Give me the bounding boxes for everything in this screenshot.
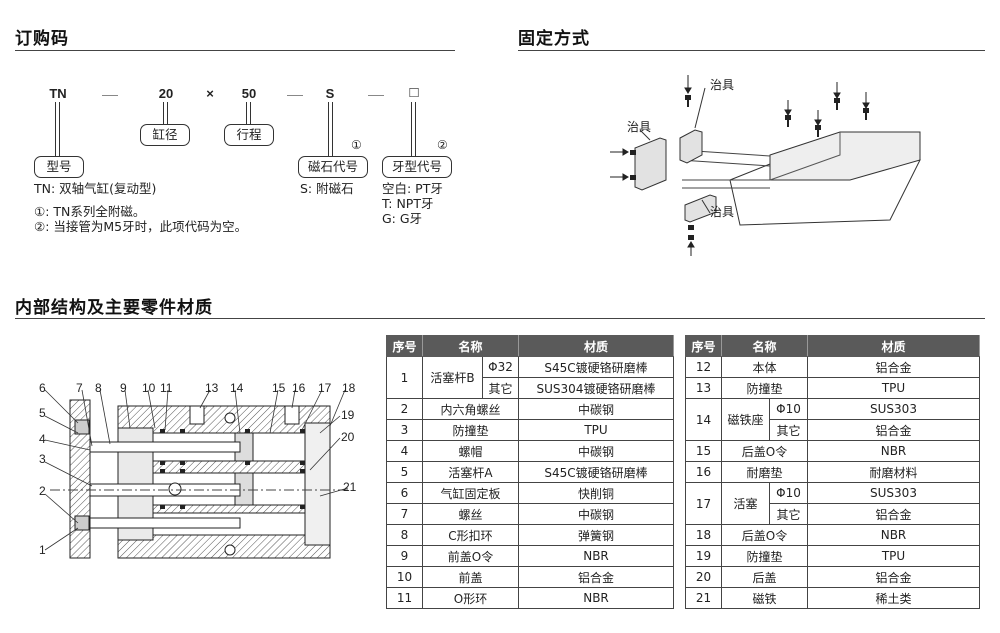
callout-number: 17: [318, 381, 332, 395]
header-no: 序号: [685, 335, 722, 357]
jig-label: 治具: [627, 120, 652, 134]
order-code-title: 订购码: [15, 29, 69, 49]
leader-line: [411, 102, 412, 156]
callout-number: 4: [39, 432, 46, 446]
order-code-rule: [15, 50, 455, 51]
note-marker-1: ①: [351, 138, 362, 152]
table-row: 1 活塞杆B Φ32 S45C镀硬铬研磨棒: [386, 356, 674, 399]
code-dash: [287, 95, 303, 96]
parts-table-left: 序号 名称 材质 1 活塞杆B Φ32 S45C镀硬铬研磨棒 其它 SUS304…: [386, 335, 674, 609]
callout-number: 9: [120, 381, 127, 395]
header-name: 名称: [422, 335, 519, 357]
thread-option: G: G牙: [382, 211, 423, 226]
callout-number: 3: [39, 452, 46, 466]
leader-line: [332, 102, 333, 156]
leader-line: [415, 102, 416, 156]
code-stroke: 50: [241, 86, 257, 101]
leader-line: [328, 102, 329, 156]
leader-line: [55, 102, 56, 156]
code-times: ×: [206, 86, 214, 101]
callout-number: 20: [341, 430, 355, 444]
code-model: TN: [49, 86, 67, 101]
callout-number: 18: [342, 381, 356, 395]
code-bore: 20: [158, 86, 174, 101]
jig-label: 治具: [710, 78, 735, 92]
mounting-rule: [518, 50, 985, 51]
callout-number: 8: [95, 381, 102, 395]
callout-number: 14: [230, 381, 244, 395]
leader-line: [59, 102, 60, 156]
internal-structure-title: 内部结构及主要零件材质: [15, 298, 213, 318]
callout-number: 15: [272, 381, 286, 395]
magnet-code-label: 磁石代号: [298, 156, 368, 178]
bore-label: 缸径: [140, 124, 190, 146]
header-material: 材质: [518, 335, 674, 357]
table-row: 14 磁铁座 Φ10 SUS303: [685, 398, 980, 441]
stroke-label: 行程: [224, 124, 274, 146]
code-dash: [368, 95, 384, 96]
callout-number: 1: [39, 543, 46, 557]
footnote: ②: 当接管为M5牙时，此项代码为空。: [34, 219, 248, 234]
callout-number: 7: [76, 381, 83, 395]
leader-line: [246, 102, 247, 124]
callout-number: 21: [343, 480, 357, 494]
thread-option: 空白: PT牙: [382, 181, 443, 196]
table-header-row: 序号 名称 材质: [685, 335, 980, 357]
model-label: 型号: [34, 156, 84, 178]
callout-number: 19: [341, 408, 355, 422]
jig-label: 治具: [710, 205, 735, 219]
mounting-title: 固定方式: [518, 29, 590, 49]
internal-structure-rule: [15, 318, 985, 319]
thread-code-label: 牙型代号: [382, 156, 452, 178]
callout-number: 16: [292, 381, 306, 395]
callout-number: 10: [142, 381, 156, 395]
magnet-description: S: 附磁石: [300, 181, 354, 196]
header-material: 材质: [807, 335, 980, 357]
callout-number: 13: [205, 381, 219, 395]
note-marker-2: ②: [437, 138, 448, 152]
table-header-row: 序号 名称 材质: [386, 335, 674, 357]
callout-number: 6: [39, 381, 46, 395]
code-magnet: S: [325, 86, 335, 101]
header-name: 名称: [721, 335, 808, 357]
leader-line: [250, 102, 251, 124]
table-row: 其它 铝合金: [686, 503, 980, 525]
code-thread-box: □: [409, 84, 419, 101]
leader-line: [167, 102, 168, 124]
mounting-illustration: [610, 75, 921, 256]
leader-line: [163, 102, 164, 124]
callout-number: 2: [39, 484, 46, 498]
thread-option: T: NPT牙: [382, 196, 434, 211]
code-dash: [102, 95, 118, 96]
table-row: 17 活塞 Φ10 SUS303: [685, 482, 980, 525]
cylinder-cross-section: [44, 389, 350, 559]
table-row: 其它 SUS304镀硬铬研磨棒: [387, 377, 674, 399]
header-no: 序号: [386, 335, 423, 357]
callout-number: 11: [160, 381, 173, 395]
model-description: TN: 双轴气缸(复动型): [34, 181, 157, 196]
footnote: ①: TN系列全附磁。: [34, 204, 146, 219]
callout-number: 5: [39, 406, 46, 420]
table-row: 其它 铝合金: [686, 419, 980, 441]
